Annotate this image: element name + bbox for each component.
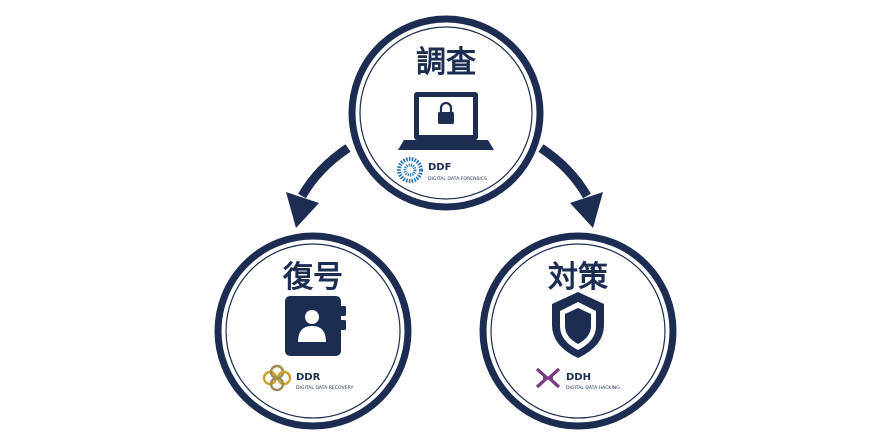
contact-book-icon xyxy=(285,296,346,356)
node-title: 調査 xyxy=(416,45,476,80)
ddh-x-logo xyxy=(535,367,561,389)
ddh-brand-name: DDH xyxy=(566,372,591,383)
node-recovery: 復号 DDR DIGITAL DATA RECOVERY xyxy=(214,232,412,430)
node-countermeasure: 対策 DDH DIGITAL DATA HACKING xyxy=(479,232,677,430)
node-investigation: 調査 DDF DIGITAL DATA FORENSICS xyxy=(348,15,544,211)
laptop-lock-icon xyxy=(398,92,494,150)
ddr-knot-logo xyxy=(262,364,292,392)
arrow-to-left xyxy=(286,144,351,228)
node-title: 対策 xyxy=(548,260,608,295)
shield-icon xyxy=(552,292,604,358)
ddf-burst-logo xyxy=(397,157,423,183)
arrow-to-right xyxy=(538,144,603,228)
node-title: 復号 xyxy=(282,260,343,295)
ddf-brand-subtitle: DIGITAL DATA FORENSICS xyxy=(428,176,487,182)
ddf-brand-name: DDF xyxy=(428,162,451,173)
ddr-brand-subtitle: DIGITAL DATA RECOVERY xyxy=(296,385,353,391)
ddh-brand-subtitle: DIGITAL DATA HACKING xyxy=(566,385,620,391)
ddr-brand-name: DDR xyxy=(296,372,321,383)
